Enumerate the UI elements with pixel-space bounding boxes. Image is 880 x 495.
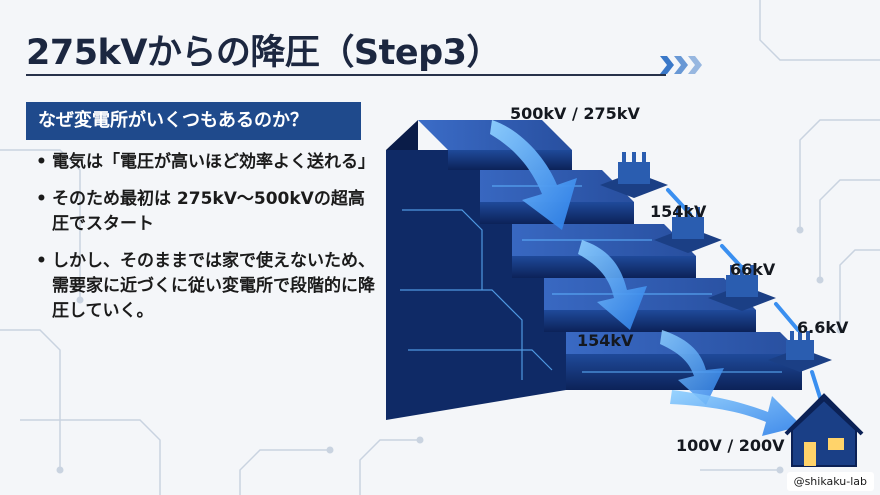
arrow-down-icon xyxy=(660,330,724,405)
bullet-efficiency: 電気は「電圧が高いほど効率よく送れる」 xyxy=(30,150,376,175)
credit-handle: @shikaku-lab xyxy=(786,472,874,491)
label-66kv: 66kV xyxy=(730,260,776,279)
bullet-list: 電気は「電圧が高いほど効率よく送れる」 そのため最初は 275kV〜500kVの… xyxy=(30,150,376,336)
chevron-right-icon xyxy=(660,56,702,74)
question-banner: なぜ変電所がいくつもあるのか？ xyxy=(26,102,361,140)
title-underline xyxy=(26,74,666,76)
arrow-down-icon xyxy=(670,390,802,436)
stair-steps xyxy=(386,120,802,420)
bullet-step-down: しかし、そのままでは家で使えないため、需要家に近づくに従い変電所で段階的に降圧し… xyxy=(30,249,376,324)
transformer-low xyxy=(768,331,832,372)
arrow-down-icon xyxy=(490,120,577,230)
label-6-6kv: 6.6kV xyxy=(797,318,849,337)
bullet-extra-high-voltage: そのため最初は 275kV〜500kVの超高圧でスタート xyxy=(30,187,376,237)
house-icon xyxy=(784,393,864,467)
arrow-down-icon xyxy=(578,240,647,330)
label-500kv-275kv: 500kV / 275kV xyxy=(510,104,640,123)
transformer-6-6kv xyxy=(708,265,776,311)
label-100v-200v: 100V / 200V xyxy=(676,436,785,455)
voltage-staircase-illustration xyxy=(386,120,864,467)
page-title: 275kVからの降圧（Step3） xyxy=(26,33,502,73)
label-154kv-transformer: 154kV xyxy=(650,202,707,221)
transformer-66kv xyxy=(654,207,722,253)
label-154kv-stair: 154kV xyxy=(577,331,634,350)
transformer-154kv xyxy=(600,152,668,198)
